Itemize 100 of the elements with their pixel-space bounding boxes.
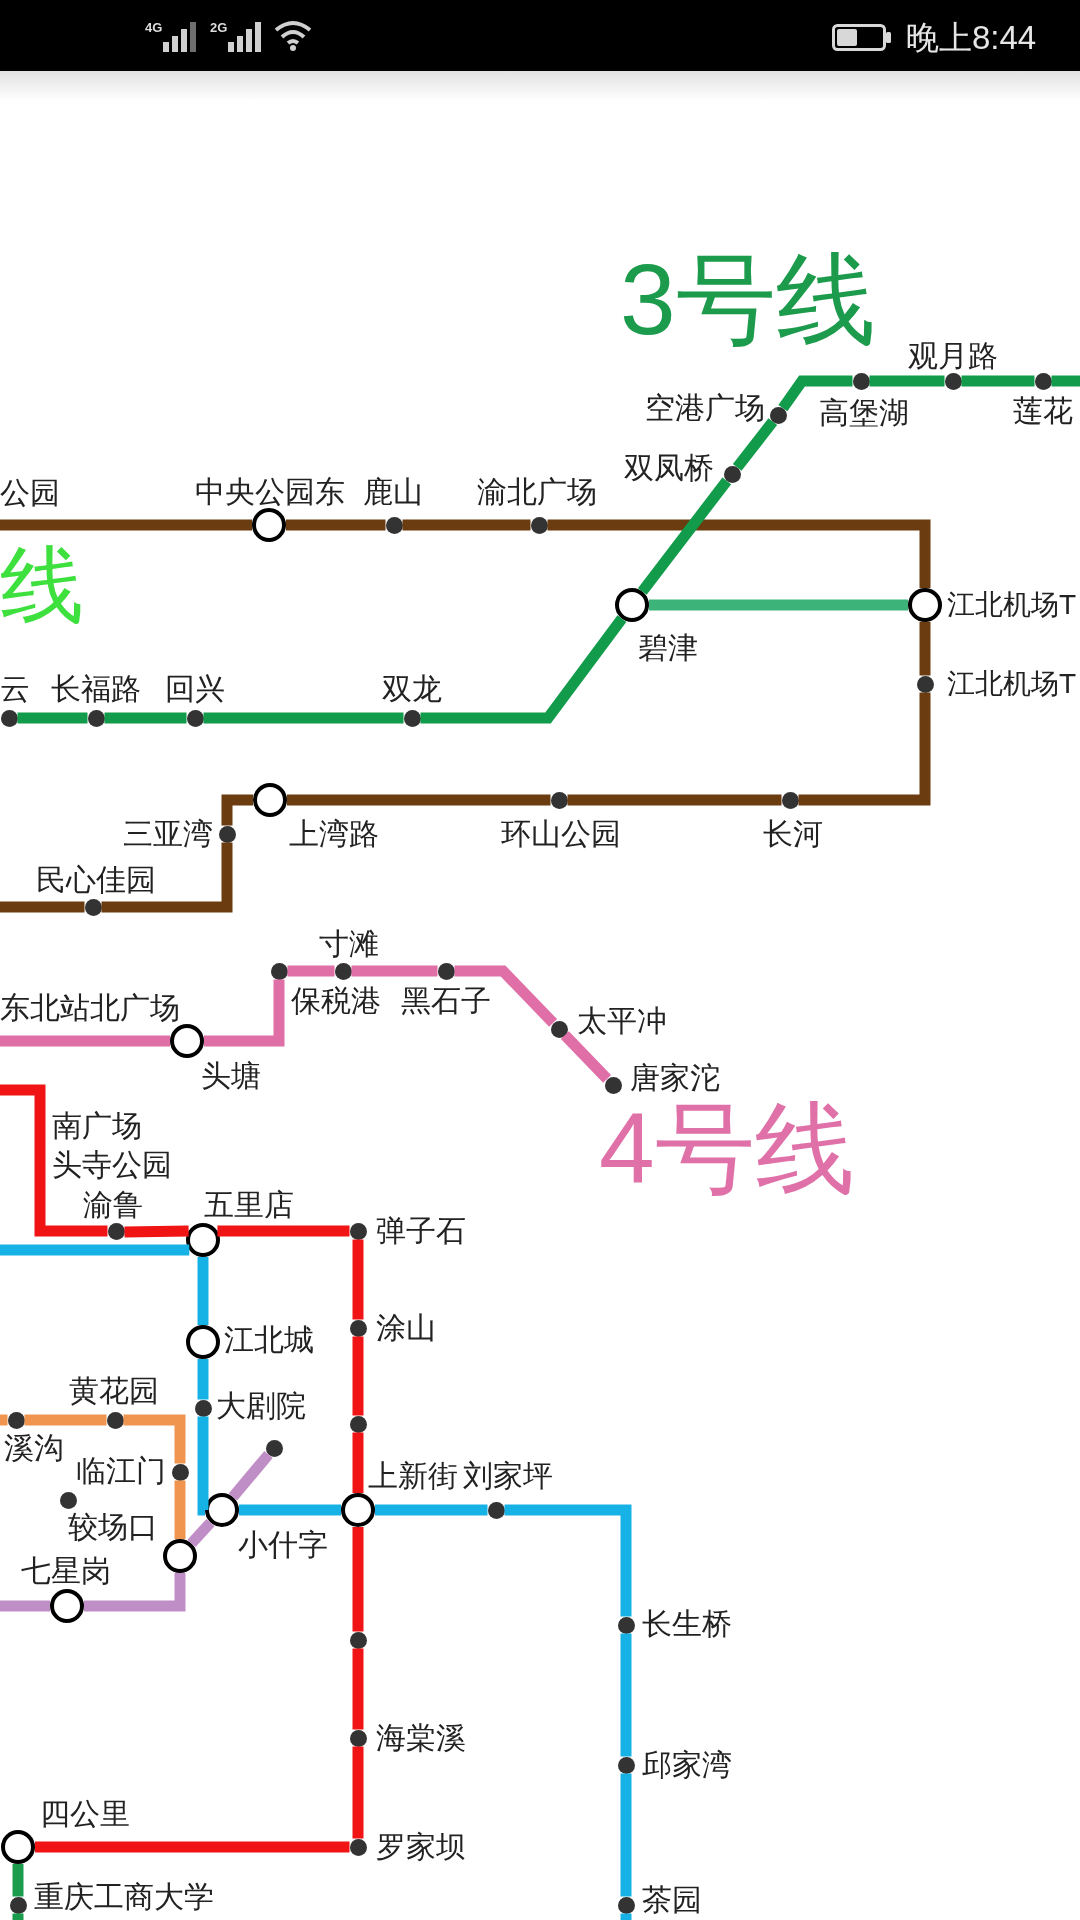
station-label: 溪沟 (4, 1433, 64, 1463)
interchange-ring (186, 1223, 220, 1257)
metro-line (869, 375, 945, 387)
station-label: 刘家坪 (463, 1461, 553, 1491)
metro-line (104, 712, 187, 724)
metro-line (0, 901, 85, 913)
metro-line (620, 1633, 632, 1757)
metro-line (101, 842, 233, 913)
station-label: 回兴 (165, 674, 225, 704)
metro-line (420, 615, 627, 724)
station-label: 双龙 (382, 674, 442, 704)
metro-line (287, 965, 335, 977)
metro-line (352, 1527, 364, 1632)
metro-line (217, 1225, 350, 1237)
station-label: 江北城 (224, 1325, 314, 1355)
metro-line (12, 1864, 24, 1897)
metro-line (352, 1336, 364, 1416)
network-type-label: 4G (145, 20, 163, 34)
station-label: 上新街 (368, 1461, 458, 1491)
metro-line (124, 1225, 189, 1238)
station-label: 保税港 (291, 986, 381, 1016)
station-label: 上湾路 (289, 819, 379, 849)
station-label: 三亚湾 (123, 819, 213, 849)
metro-line (204, 979, 285, 1047)
metro-line (1051, 375, 1080, 387)
metro-line (620, 1773, 632, 1897)
metro-line (287, 794, 551, 806)
metro-line (221, 794, 253, 826)
station-label: 邱家湾 (642, 1750, 732, 1780)
metro-line (197, 1359, 209, 1400)
interchange-ring (908, 588, 942, 622)
metro-line (620, 1913, 632, 1920)
station-label: 唐家沱 (630, 1063, 720, 1093)
station-label: 茶园 (642, 1885, 702, 1915)
metro-line (12, 1913, 24, 1920)
station-label: 头寺公园 (52, 1150, 172, 1180)
station-label: 较场口 (68, 1512, 158, 1542)
station-label: 渝鲁 (83, 1190, 143, 1220)
metro-line (352, 1648, 364, 1730)
metro-line (17, 712, 88, 724)
station-label: 太平冲 (577, 1006, 667, 1036)
station-label: 头塘 (201, 1061, 261, 1091)
metro-line (123, 1414, 186, 1464)
metro-line (174, 1480, 186, 1539)
line-name: 4号线 (599, 1098, 855, 1198)
station-label: 双凤桥 (624, 453, 714, 483)
metro-line (197, 1257, 209, 1325)
station-label: 莲花 (1013, 396, 1073, 426)
station-label: 重庆工商大学 (34, 1882, 214, 1912)
station-label: 长生桥 (642, 1609, 732, 1639)
station-label: 云 (0, 674, 30, 704)
metro-line (402, 519, 531, 531)
station-label: 海棠溪 (376, 1723, 466, 1753)
metro-line (0, 1414, 8, 1426)
interchange-ring (253, 783, 287, 817)
station-label: 鹿山 (363, 477, 423, 507)
metro-line (567, 794, 782, 806)
interchange-ring (1, 1830, 35, 1864)
metro-line (228, 1450, 273, 1501)
line-name: 3号线 (620, 249, 876, 349)
station-label: 公园 (0, 478, 60, 508)
metro-line (352, 1239, 364, 1320)
station-label: 七星岗 (21, 1556, 111, 1586)
metro-line (560, 1031, 612, 1083)
metro-line (0, 1035, 170, 1047)
metro-line (197, 1416, 209, 1516)
station-label: 长河 (763, 819, 823, 849)
metro-line (35, 1841, 350, 1853)
interchange-ring (170, 1024, 204, 1058)
station-label: 渝北广场 (477, 477, 597, 507)
metro-line (961, 375, 1035, 387)
station-label: 碧津 (638, 633, 698, 663)
metro-line (778, 375, 853, 412)
metro-line (0, 519, 252, 531)
station-label: 江北机场T (947, 670, 1077, 698)
metro-line (352, 1432, 364, 1493)
interchange-ring (50, 1589, 84, 1623)
metro-line (351, 965, 438, 977)
station-label: 大剧院 (216, 1391, 306, 1421)
interchange-ring (186, 1325, 220, 1359)
station-label: 黄花园 (69, 1376, 159, 1406)
station-label: 寸滩 (319, 929, 379, 959)
metro-line (798, 692, 931, 806)
metro-line (504, 1504, 632, 1617)
station-label: 五里店 (204, 1190, 294, 1220)
metro-line (0, 1084, 108, 1237)
station-label: 罗家坝 (376, 1832, 466, 1862)
metro-line (649, 599, 908, 611)
station-label: 四公里 (40, 1799, 130, 1829)
interchange-ring (252, 508, 286, 542)
station-label: 高堡湖 (819, 398, 909, 428)
station-label: 临江门 (76, 1456, 166, 1486)
station-label: 空港广场 (645, 393, 765, 423)
metro-line (547, 519, 931, 588)
metro-line (637, 477, 732, 595)
station-label: 民心佳园 (36, 865, 156, 895)
station-label: 黑石子 (401, 986, 491, 1016)
station-label: 东北站北广场 (0, 993, 180, 1023)
metro-line (352, 1746, 364, 1839)
line-name: 线 (0, 543, 84, 627)
